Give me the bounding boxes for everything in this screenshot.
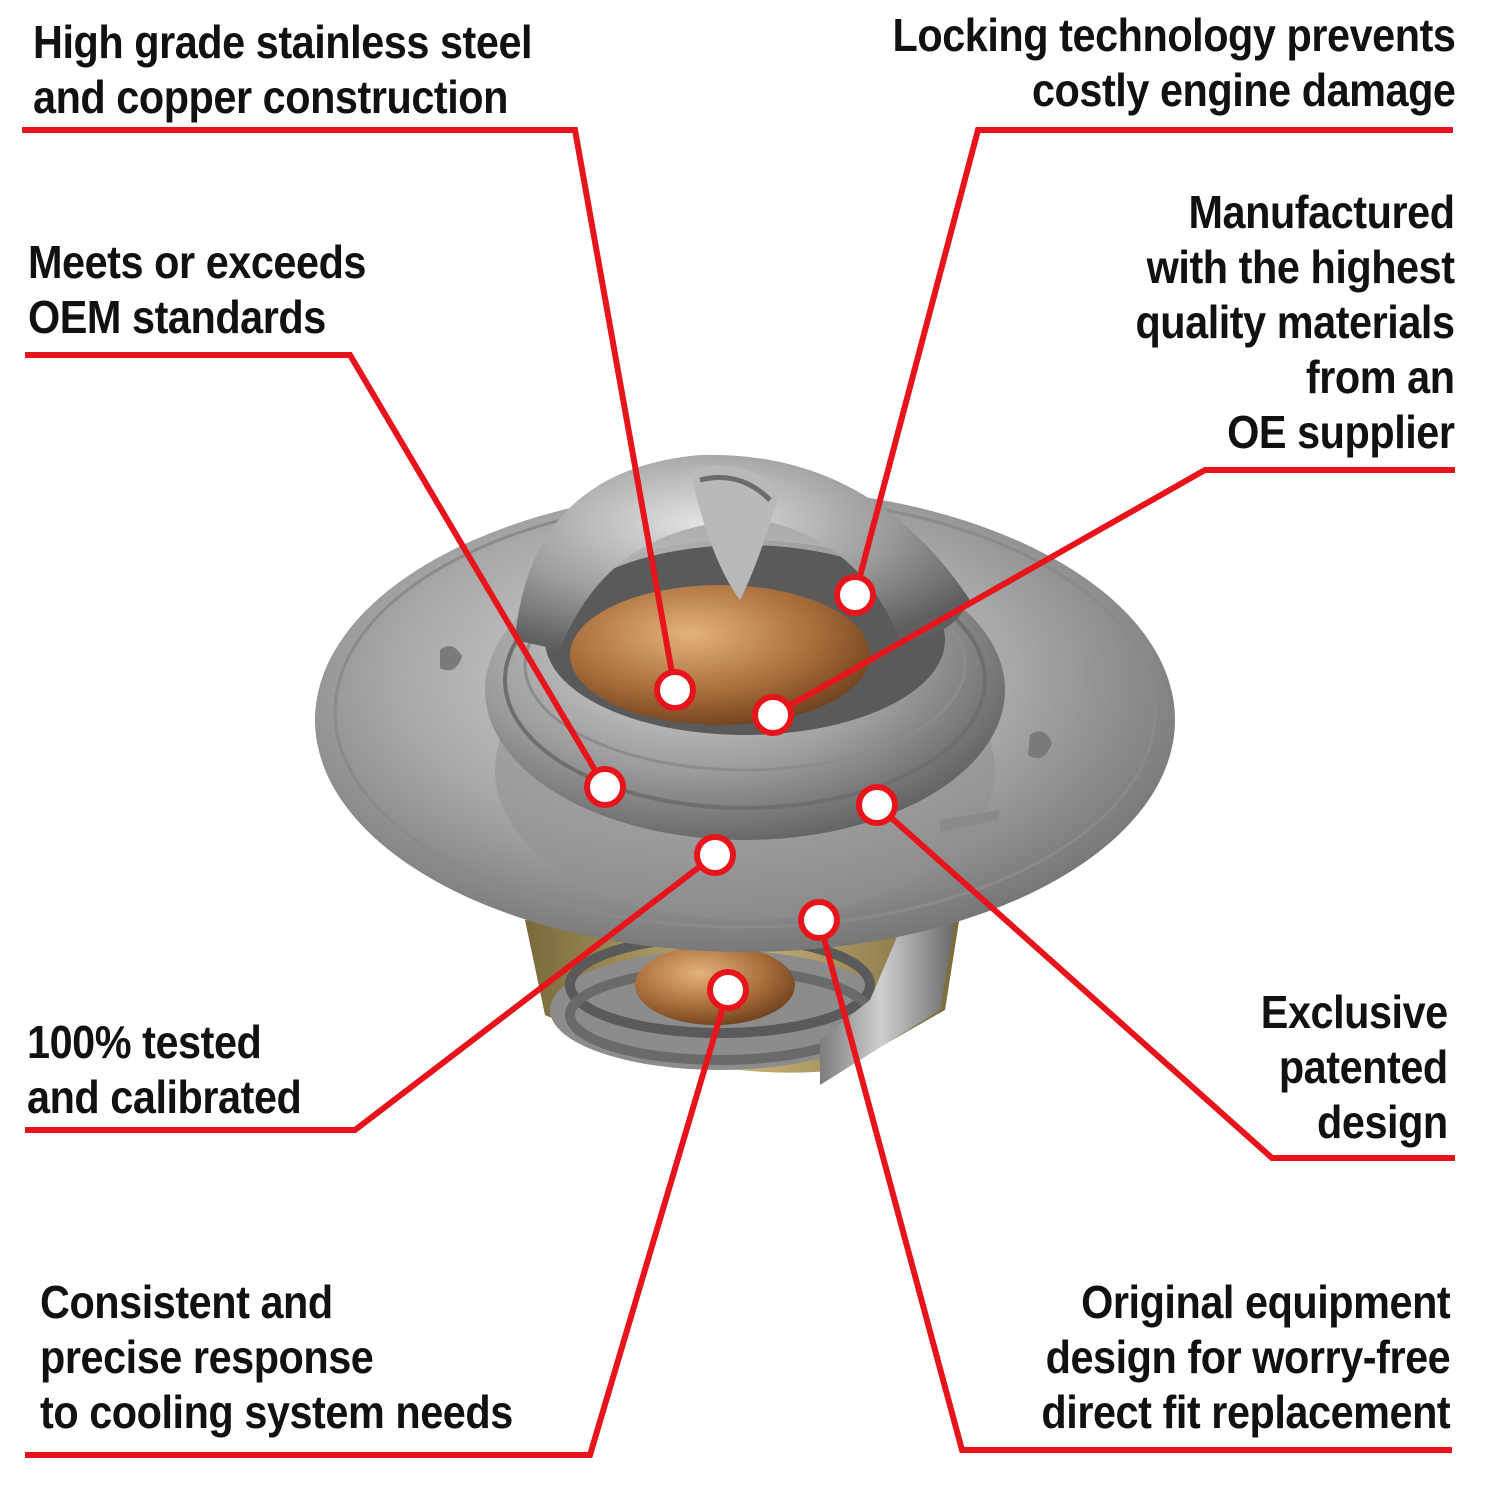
leader-line-patented: [875, 802, 1455, 1161]
callout-patented-design: Exclusive patented design: [1261, 985, 1448, 1150]
callout-line: costly engine damage: [1031, 64, 1455, 116]
callout-line: and calibrated: [27, 1071, 302, 1123]
callout-original-equipment: Original equipment design for worry-free…: [1041, 1275, 1450, 1440]
callout-consistent-response: Consistent and precise response to cooli…: [40, 1275, 513, 1440]
callout-line: Manufactured: [1188, 186, 1455, 238]
callout-dot: [798, 899, 840, 941]
callout-line: Consistent and: [40, 1276, 333, 1328]
callout-line: precise response: [40, 1331, 374, 1383]
callout-dot: [694, 834, 736, 876]
callout-locking-technology: Locking technology prevents costly engin…: [892, 8, 1455, 118]
callout-line: patented: [1279, 1041, 1448, 1093]
callout-line: to cooling system needs: [40, 1386, 513, 1438]
callout-line: Locking technology prevents: [892, 9, 1455, 61]
callout-line: 100% tested: [27, 1016, 262, 1068]
leader-lines: [22, 127, 1455, 1458]
callout-line: and copper construction: [33, 71, 508, 123]
callout-dot: [584, 766, 626, 808]
callout-line: quality materials: [1135, 296, 1456, 348]
callout-dots: [584, 574, 898, 1011]
leader-line-original-equipment: [816, 919, 1452, 1453]
callout-dot: [752, 694, 794, 736]
callout-line: Original equipment: [1080, 1276, 1451, 1328]
callout-oem-standards: Meets or exceeds OEM standards: [28, 235, 366, 345]
leader-line-locking: [852, 127, 1453, 596]
callout-dot: [654, 669, 696, 711]
callout-dot: [856, 784, 898, 826]
callout-line: OEM standards: [28, 291, 326, 343]
callout-line: design: [1317, 1096, 1448, 1148]
callout-line: direct fit replacement: [1041, 1386, 1450, 1438]
callout-oe-supplier: Manufactured with the highest quality ma…: [1135, 185, 1456, 460]
callout-line: with the highest: [1147, 241, 1455, 293]
callout-dot: [707, 969, 749, 1011]
callout-line: design for worry-free: [1045, 1331, 1450, 1383]
leader-line-tested: [25, 852, 717, 1133]
leader-line-consistent: [25, 989, 731, 1458]
callout-tested-calibrated: 100% tested and calibrated: [27, 1015, 302, 1125]
callout-line: High grade stainless steel: [33, 16, 533, 68]
callout-line: Meets or exceeds: [28, 236, 366, 288]
leader-line-stainless-copper: [22, 127, 678, 691]
callout-stainless-copper: High grade stainless steel and copper co…: [33, 15, 533, 125]
callout-dot: [834, 574, 876, 616]
callout-line: Exclusive: [1261, 986, 1448, 1038]
leader-line-oem-standards: [25, 352, 608, 789]
leader-line-oe-supplier: [771, 467, 1455, 718]
callout-line: OE supplier: [1227, 406, 1456, 458]
callout-line: from an: [1306, 351, 1455, 403]
